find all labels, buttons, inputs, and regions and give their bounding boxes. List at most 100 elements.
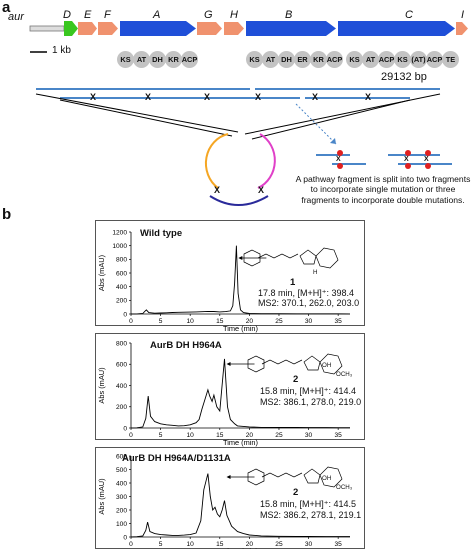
gene-label-i: I xyxy=(461,9,465,21)
gene-label-g: G xyxy=(204,9,213,21)
mutation-mark: X xyxy=(336,156,341,163)
domain-a-acp: ACP xyxy=(181,51,198,68)
domain-a-dh: DH xyxy=(149,51,166,68)
mutation-mark: X xyxy=(255,92,262,102)
structure-chain xyxy=(261,359,303,365)
chrom-1-title: Wild type xyxy=(140,228,183,239)
x-tick-label: 10 xyxy=(187,541,195,548)
x-tick-label: 5 xyxy=(159,318,163,325)
x-tick-label: 10 xyxy=(187,432,195,439)
x-tick-label: 15 xyxy=(216,541,224,548)
y-tick-label: 300 xyxy=(116,494,127,501)
mutation-mark: X xyxy=(365,92,372,102)
chrom-3-rt: 15.8 min, [M+H]⁺: 414.5 xyxy=(260,499,357,509)
domain-a-kr: KR xyxy=(165,51,182,68)
structure-furan xyxy=(303,468,321,484)
structure-h-label: H xyxy=(313,269,318,276)
gene-label-h: H xyxy=(230,9,238,21)
x-tick-label: 5 xyxy=(159,432,163,439)
gene-label-b: B xyxy=(285,9,293,21)
scale-bar-label: 1 kb xyxy=(52,45,71,56)
x-tick-label: 35 xyxy=(334,541,342,548)
x-tick-label: 0 xyxy=(129,318,133,325)
structure-furan xyxy=(303,355,321,371)
peak-arrowhead xyxy=(226,362,231,366)
domain-c-at: AT xyxy=(362,51,379,68)
mutation-mark: X xyxy=(90,92,97,102)
y-axis-label: Abs (mAU) xyxy=(97,367,106,403)
structure-ring xyxy=(247,468,265,486)
structure-chain xyxy=(257,253,299,259)
chrom-1-ms2: MS2: 370.1, 262.0, 203.0 xyxy=(258,298,360,308)
cluster-length: 29132 bp xyxy=(381,71,427,83)
chrom-1-rt: 17.8 min, [M+H]⁺: 398.4 xyxy=(258,288,355,298)
chromatogram-frame-2 xyxy=(95,333,365,440)
x-axis-label: Time (min) xyxy=(223,438,258,447)
structure-pyrone xyxy=(319,466,343,488)
x-axis-label: Time (min) xyxy=(223,547,258,549)
cluster-name: aur xyxy=(8,11,24,23)
y-axis-label: Abs (mAU) xyxy=(97,255,106,291)
y-tick-label: 100 xyxy=(116,521,127,528)
structure-och3-label: OCH₃ xyxy=(336,484,353,491)
x-tick-label: 15 xyxy=(216,318,224,325)
y-tick-label: 600 xyxy=(116,270,127,277)
structure-oh-label: OH xyxy=(322,475,332,482)
chrom-1-compound: 1 xyxy=(290,277,296,288)
domain-b-er: ER xyxy=(294,51,311,68)
y-tick-label: 400 xyxy=(116,383,127,390)
chrom-3-ms2: MS2: 386.2, 278.1, 219.1 xyxy=(260,510,362,520)
structure-ring xyxy=(243,249,261,267)
x-tick-label: 15 xyxy=(216,432,224,439)
chrom-3-compound: 2 xyxy=(293,487,299,498)
x-tick-label: 25 xyxy=(275,541,283,548)
y-tick-label: 600 xyxy=(116,453,127,460)
x-tick-label: 30 xyxy=(305,318,313,325)
x-tick-label: 20 xyxy=(246,432,254,439)
y-tick-label: 200 xyxy=(116,298,127,305)
y-tick-label: 500 xyxy=(116,467,127,474)
y-tick-label: 400 xyxy=(116,284,127,291)
y-tick-label: 800 xyxy=(116,340,127,347)
domain-c-acp2: ACP xyxy=(426,51,443,68)
y-tick-label: 400 xyxy=(116,480,127,487)
mutation-mark: X xyxy=(312,92,319,102)
x-tick-label: 35 xyxy=(334,318,342,325)
chromatogram-frame-3 xyxy=(95,447,365,549)
chrom-2-ms2: MS2: 386.1, 278.0, 219.0 xyxy=(260,397,362,407)
domain-c-te: TE xyxy=(442,51,459,68)
mutation-mark: X xyxy=(204,92,211,102)
x-tick-label: 0 xyxy=(129,432,133,439)
x-tick-label: 20 xyxy=(246,541,254,548)
mutation-mark: X xyxy=(404,156,409,163)
mutation-mark: X xyxy=(214,185,221,195)
domain-c-acp: ACP xyxy=(378,51,395,68)
structure-pyrone xyxy=(315,247,339,269)
y-tick-label: 200 xyxy=(116,507,127,514)
x-tick-label: 25 xyxy=(275,318,283,325)
structure-furan xyxy=(299,249,317,265)
mutation-mark: X xyxy=(145,92,152,102)
y-tick-label: 800 xyxy=(116,257,127,264)
chromatogram-frame-1 xyxy=(95,220,365,326)
gene-label-d: D xyxy=(63,9,71,21)
chrom-2-compound: 2 xyxy=(293,374,299,385)
chrom-2-title: AurB DH H964A xyxy=(150,340,222,351)
chrom-3-title: AurB DH H964A/D1131A xyxy=(122,453,231,464)
y-tick-label: 200 xyxy=(116,404,127,411)
x-tick-label: 35 xyxy=(334,432,342,439)
peak-arrowhead xyxy=(238,256,243,260)
domain-b-dh: DH xyxy=(278,51,295,68)
x-tick-label: 25 xyxy=(275,432,283,439)
gene-label-a: A xyxy=(153,9,161,21)
structure-oh-label: OH xyxy=(322,362,332,369)
mutation-mark: X xyxy=(258,185,265,195)
y-tick-label: 1200 xyxy=(112,229,127,236)
domain-a-at: AT xyxy=(133,51,150,68)
domain-b-kr: KR xyxy=(310,51,327,68)
y-tick-label: 600 xyxy=(116,362,127,369)
gene-label-e: E xyxy=(84,9,92,21)
domain-c-ks2: KS xyxy=(394,51,411,68)
structure-och3-label: OCH₃ xyxy=(336,371,353,378)
